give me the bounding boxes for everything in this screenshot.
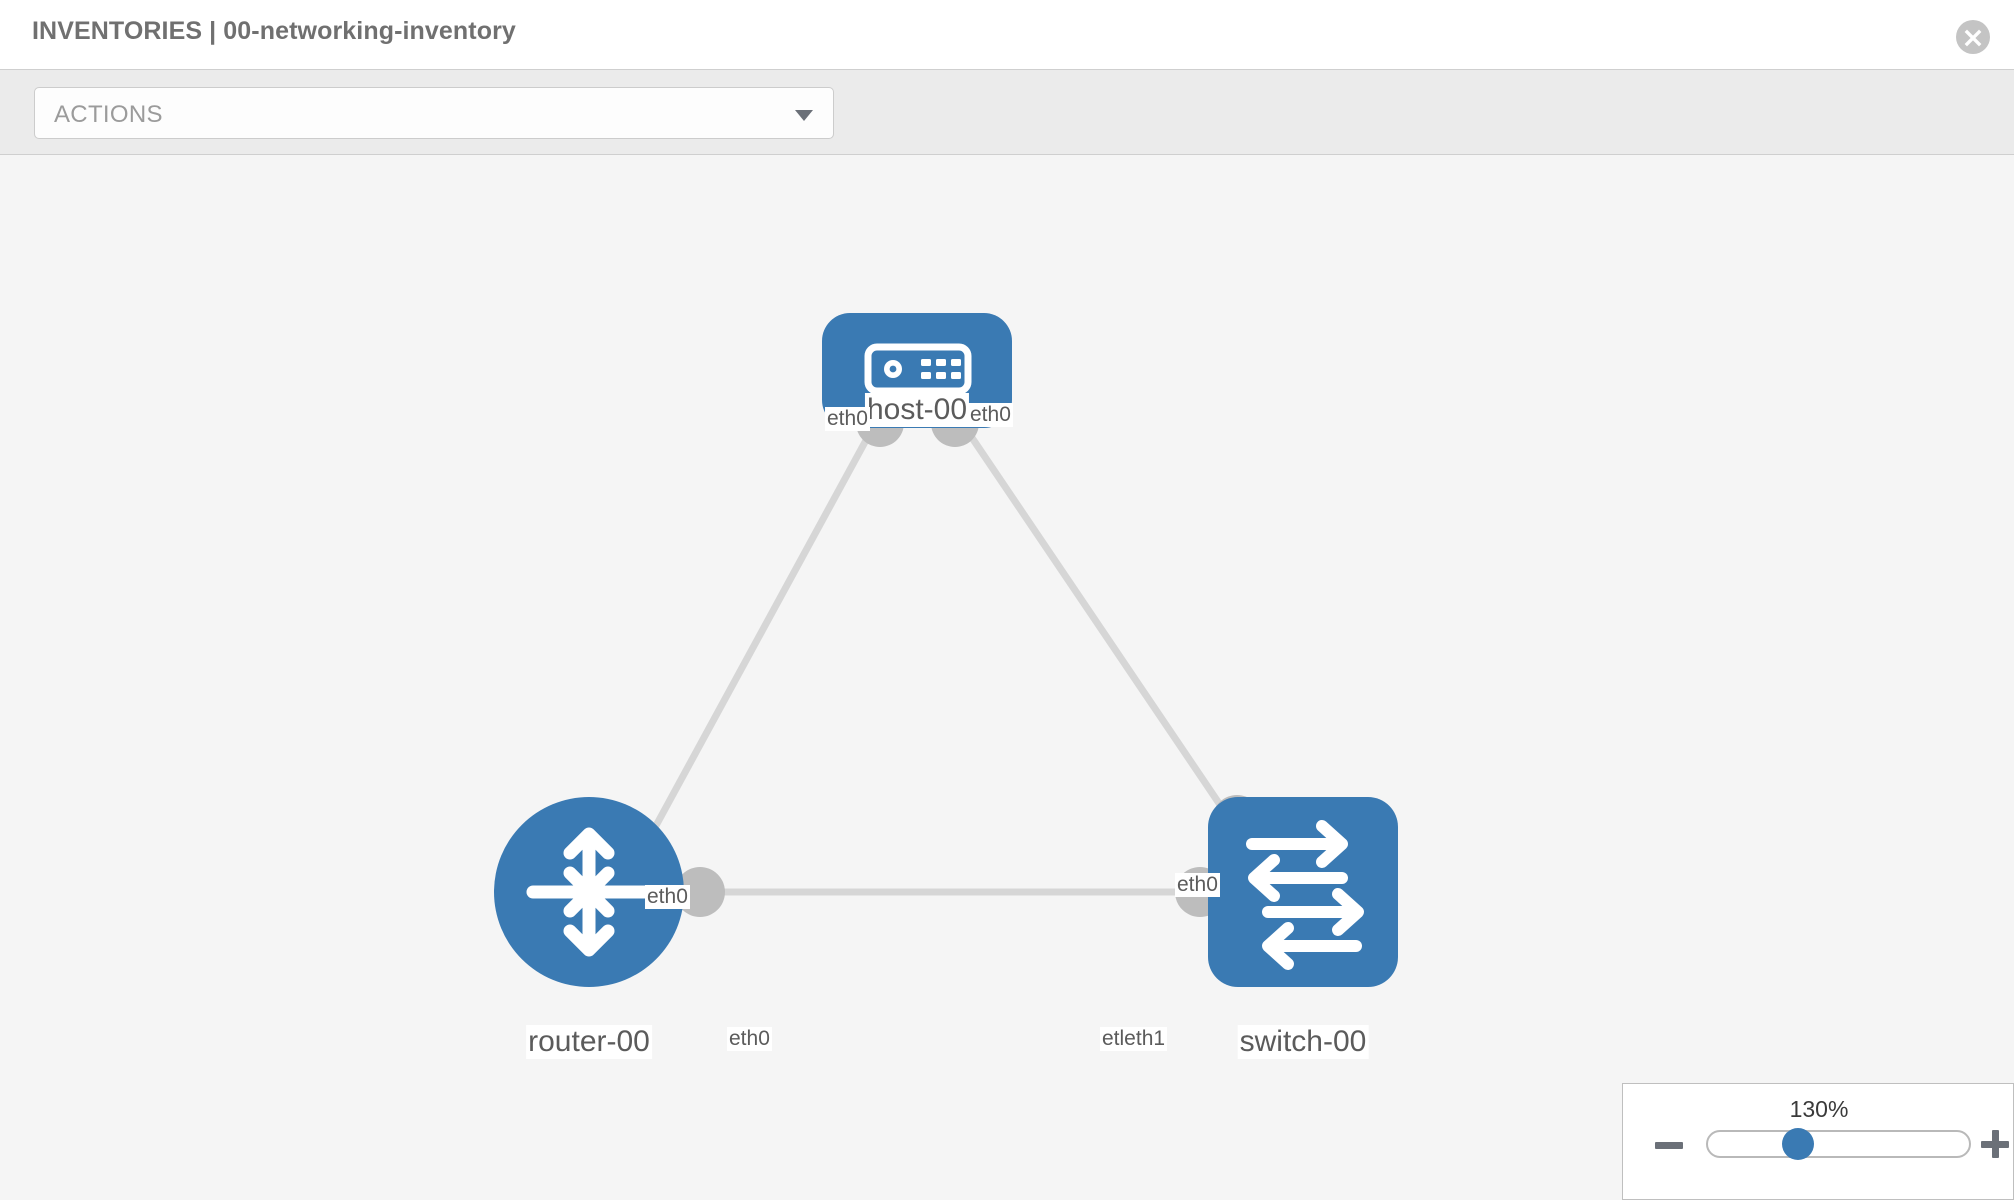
node-switch-00 [1208, 797, 1398, 987]
node-router-00 [494, 797, 684, 987]
server-icon [864, 343, 972, 395]
actions-dropdown[interactable]: ACTIONS [34, 87, 834, 139]
page-header: INVENTORIES | 00-networking-inventory [0, 0, 2014, 69]
actions-dropdown-label: ACTIONS [54, 101, 163, 128]
edge-label-host-left-eth: eth0 [825, 407, 870, 431]
chevron-down-icon [795, 110, 813, 121]
edge-label-switch-left-eth: etleth1 [1100, 1027, 1168, 1051]
edge-label-router-up-eth: eth0 [645, 885, 690, 909]
router-arrows-icon [526, 827, 652, 957]
edge-host-router [636, 418, 881, 857]
minus-icon[interactable] [1655, 1142, 1683, 1149]
edge-label-host-right-eth: eth0 [968, 403, 1013, 427]
node-label-host: host-00 [864, 393, 970, 427]
switch-arrows-icon [1246, 820, 1364, 970]
plus-icon[interactable] [1981, 1130, 2009, 1158]
edge-label-router-right-eth: eth0 [727, 1027, 772, 1051]
edge-host-switch [957, 418, 1238, 829]
zoom-level-label: 130% [1789, 1096, 1849, 1122]
page-title: INVENTORIES | 00-networking-inventory [32, 17, 516, 45]
toolbar: ACTIONS SEARCH [0, 69, 2014, 208]
node-label-router: router-00 [526, 1025, 652, 1059]
edge-label-switch-up-eth: eth0 [1175, 873, 1220, 897]
close-icon[interactable] [1956, 20, 1990, 54]
topology-canvas[interactable]: host-00 router-00 switch-00 eth0 eth0 et… [0, 155, 2014, 1200]
zoom-slider-track[interactable] [1706, 1130, 1971, 1158]
zoom-slider-thumb[interactable] [1782, 1128, 1814, 1160]
topology-graph [494, 313, 1398, 987]
node-label-switch: switch-00 [1237, 1025, 1369, 1059]
zoom-control-panel: 130% [1622, 1083, 2014, 1200]
